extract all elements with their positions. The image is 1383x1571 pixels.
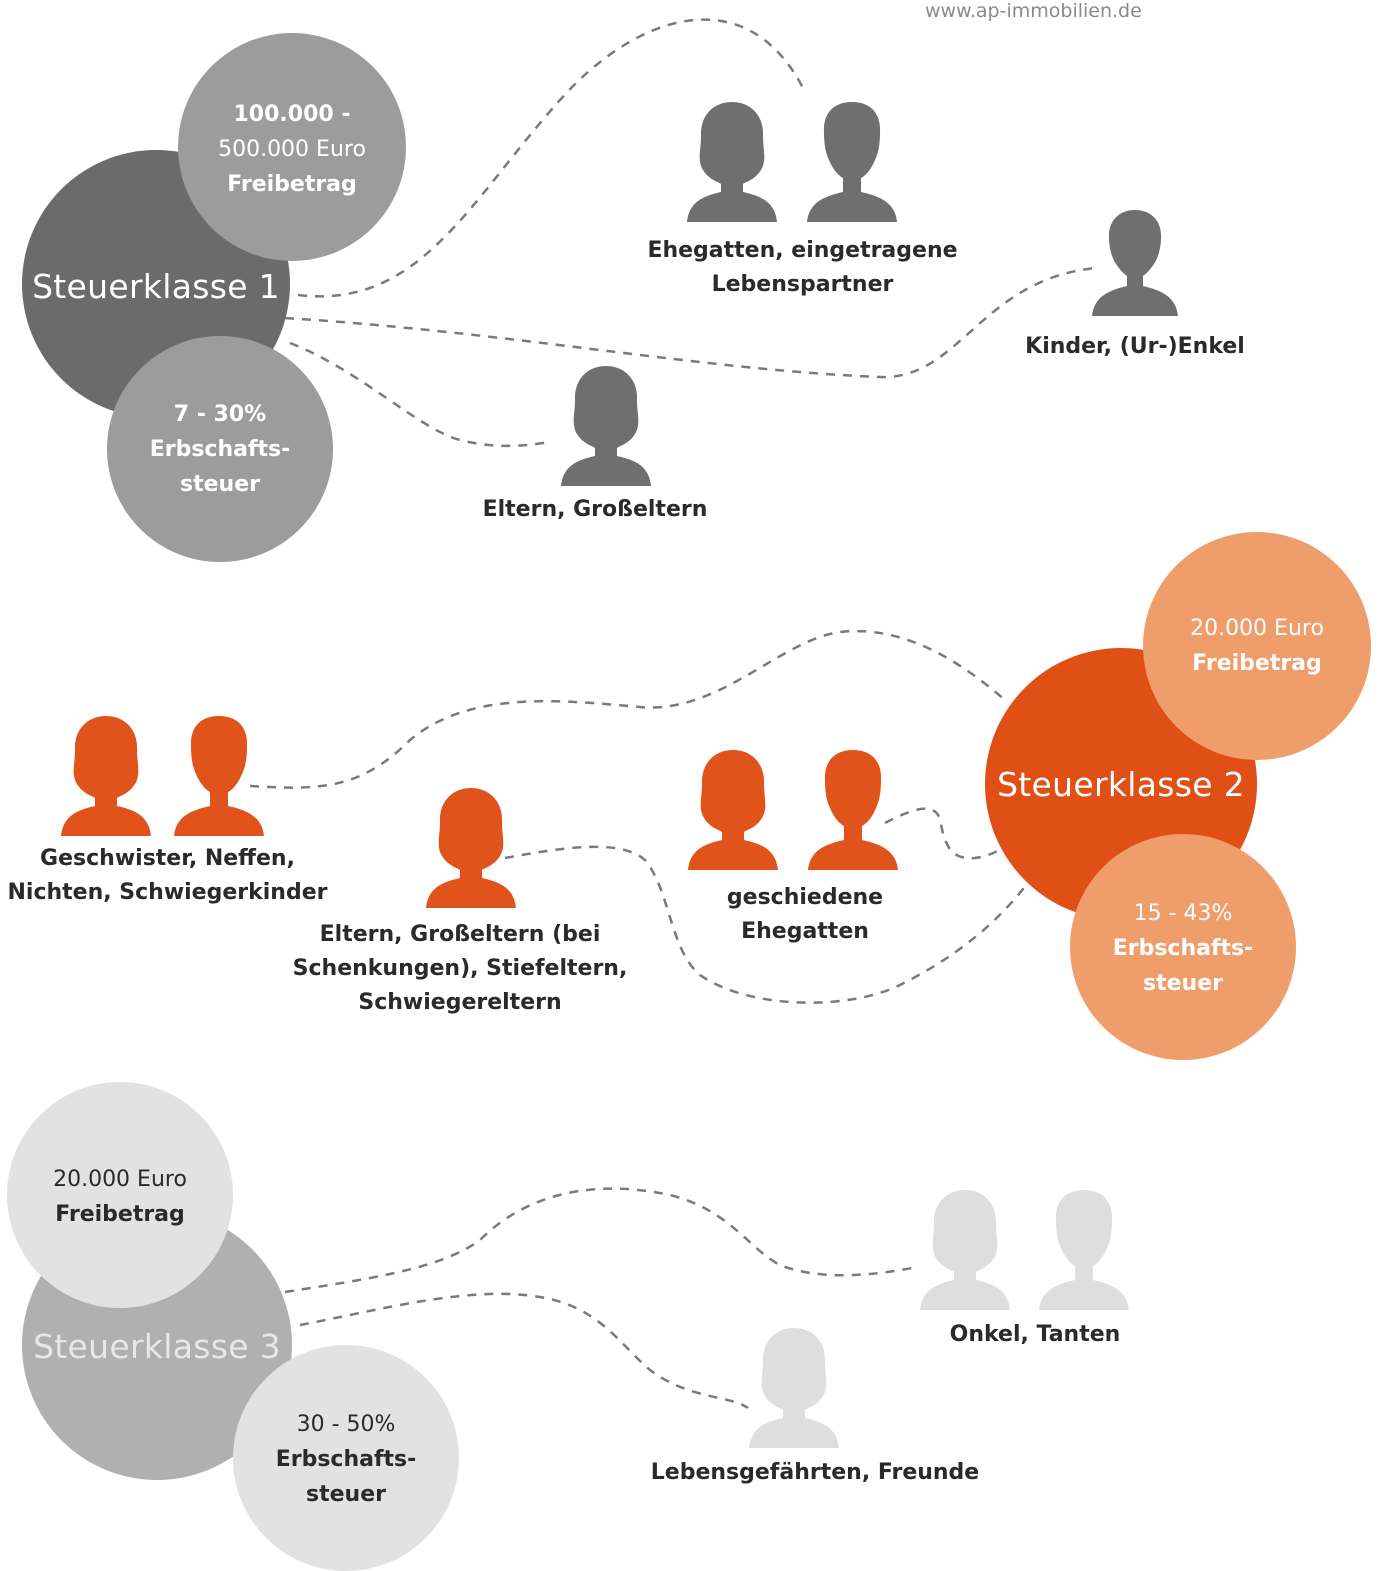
class1-tax-line1: 7 - 30% — [173, 402, 267, 427]
class3-tax-line3: steuer — [306, 1482, 386, 1507]
class2-tax-circle — [1070, 834, 1296, 1060]
class2-tax-line1: 15 - 43% — [1133, 901, 1233, 926]
man-icon — [808, 750, 898, 870]
class3-tax-circle — [233, 1345, 459, 1571]
class1-allowance-line2: 500.000 Euro — [218, 137, 366, 162]
man-icon — [1039, 1190, 1129, 1310]
class1-tax-line3: steuer — [180, 472, 260, 497]
child-icon — [1092, 210, 1178, 316]
class2-group-siblings-label: Geschwister, Neffen, Nichten, Schwiegerk… — [0, 842, 335, 910]
class1-allowance-line3: Freibetrag — [227, 172, 357, 197]
man-icon — [174, 716, 264, 836]
class3-group-partners-label: Lebensgefährten, Freunde — [640, 1456, 990, 1490]
class1-tax-line2: Erbschafts- — [149, 437, 291, 462]
class1-group-spouses-label: Ehegatten, eingetragene Lebenspartner — [630, 234, 975, 302]
class1-tax-text: 7 - 30% Erbschafts- steuer — [107, 397, 333, 502]
woman-icon — [688, 750, 778, 870]
label-line: Kinder, (Ur-)Enkel — [1025, 334, 1245, 359]
class1-allowance-circle — [178, 33, 406, 261]
woman-icon — [426, 788, 516, 908]
class1-group-children-label: Kinder, (Ur-)Enkel — [1010, 330, 1260, 364]
class2-tax-line3: steuer — [1143, 971, 1223, 996]
class3-group-uncles-label: Onkel, Tanten — [920, 1318, 1150, 1352]
connector-class1-parents — [289, 341, 551, 448]
label-line: geschiedene — [726, 885, 884, 910]
man-icon — [807, 102, 897, 222]
connector-class2-divorced — [884, 807, 1006, 860]
class3-allowance-line2: Freibetrag — [55, 1202, 185, 1227]
label-line: Lebenspartner — [711, 272, 894, 297]
class2-allowance-line2: Freibetrag — [1192, 651, 1322, 676]
class3-allowance-circle — [7, 1082, 233, 1308]
label-line: Nichten, Schwiegerkinder — [7, 880, 328, 905]
class2-tax-text: 15 - 43% Erbschafts- steuer — [1070, 896, 1296, 1001]
class2-tax-line2: Erbschafts- — [1112, 936, 1254, 961]
class2-allowance-line1: 20.000 Euro — [1190, 616, 1324, 641]
class1-tax-circle — [107, 336, 333, 562]
class2-allowance-text: 20.000 Euro Freibetrag — [1143, 611, 1371, 681]
woman-icon — [749, 1328, 839, 1448]
class2-title: Steuerklasse 2 — [997, 765, 1245, 804]
connector-class1-spouses — [297, 18, 807, 298]
class2-allowance-circle — [1143, 532, 1371, 760]
class2-group-parents-label: Eltern, Großeltern (bei Schenkungen), St… — [280, 918, 640, 1020]
class3-allowance-text: 20.000 Euro Freibetrag — [7, 1162, 233, 1232]
class2-group-divorced-label: geschiedene Ehegatten — [700, 881, 910, 949]
class3-tax-text: 30 - 50% Erbschafts- steuer — [233, 1407, 459, 1512]
class3-allowance-line1: 20.000 Euro — [53, 1167, 187, 1192]
class3-tax-line2: Erbschafts- — [275, 1447, 417, 1472]
connector-class2-siblings — [249, 629, 1006, 789]
class3-tax-line1: 30 - 50% — [296, 1412, 396, 1437]
label-line: Eltern, Großeltern (bei — [319, 922, 601, 947]
woman-icon — [920, 1190, 1010, 1310]
label-line: Schenkungen), Stiefeltern, — [292, 956, 628, 981]
label-line: Onkel, Tanten — [949, 1322, 1121, 1347]
website-url: www.ap-immobilien.de — [925, 0, 1142, 22]
woman-icon — [561, 366, 651, 486]
class1-allowance-line1: 100.000 - — [233, 102, 351, 127]
woman-icon — [687, 102, 777, 222]
label-line: Geschwister, Neffen, — [40, 846, 295, 871]
label-line: Schwiegereltern — [358, 990, 562, 1015]
connector-class3-uncles — [284, 1187, 919, 1294]
label-line: Lebensgefährten, Freunde — [650, 1460, 980, 1485]
class1-allowance-text: 100.000 - 500.000 Euro Freibetrag — [178, 97, 406, 202]
label-line: Ehegatten, eingetragene — [647, 238, 958, 263]
connector-class1-children — [267, 266, 1096, 379]
connector-class3-partners — [299, 1292, 749, 1410]
woman-icon — [61, 716, 151, 836]
label-line: Eltern, Großeltern — [482, 497, 708, 522]
class3-title: Steuerklasse 3 — [33, 1327, 281, 1366]
class1-group-parents-label: Eltern, Großeltern — [470, 493, 720, 527]
class1-title: Steuerklasse 1 — [32, 267, 280, 306]
label-line: Ehegatten — [741, 919, 869, 944]
